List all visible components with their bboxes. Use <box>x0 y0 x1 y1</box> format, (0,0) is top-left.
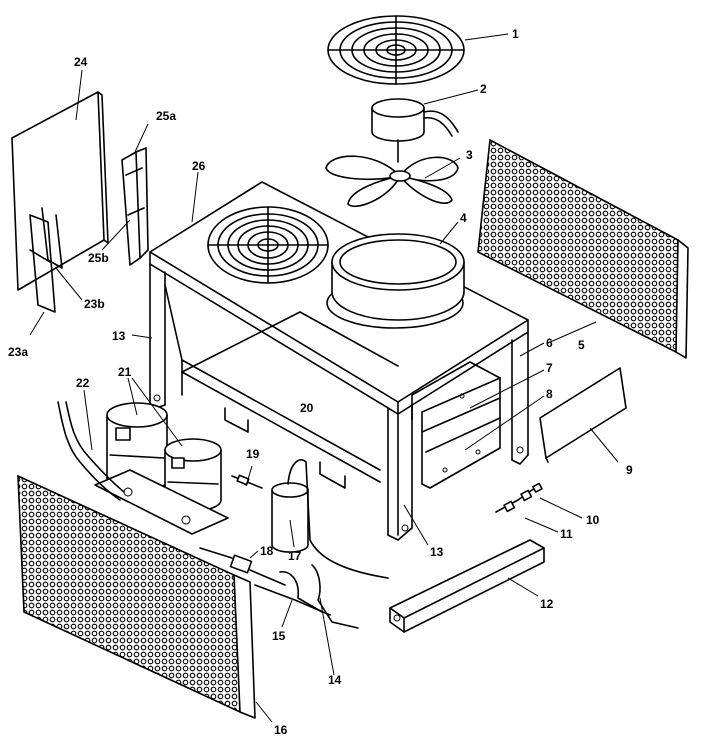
bracket-25 <box>121 147 149 266</box>
base-rail <box>389 539 545 633</box>
callout-13-left: 13 <box>112 329 126 343</box>
callout-7: 7 <box>546 361 553 375</box>
callout-14: 14 <box>328 673 342 687</box>
leader-lines <box>29 33 619 723</box>
callout-10: 10 <box>586 513 600 527</box>
callout-16: 16 <box>274 723 288 737</box>
callout-15: 15 <box>272 629 286 643</box>
callout-6: 6 <box>546 336 553 350</box>
access-panel <box>539 367 627 463</box>
callout-17: 17 <box>288 549 302 563</box>
venturi-ring <box>326 233 465 329</box>
fan-guard <box>327 15 465 85</box>
callout-12: 12 <box>540 597 554 611</box>
fan-blade <box>325 155 459 208</box>
fan-motor <box>371 98 459 163</box>
callout-25a: 25a <box>156 109 176 123</box>
bracket-23 <box>29 207 63 313</box>
callout-23b: 23b <box>84 297 105 311</box>
cabinet-frame <box>149 263 529 541</box>
callout-19: 19 <box>246 447 260 461</box>
callout-22: 22 <box>76 376 90 390</box>
cabinet-fan-guard <box>207 206 329 284</box>
callout-8: 8 <box>546 387 553 401</box>
condenser-coil-left <box>17 474 256 719</box>
callout-13-right: 13 <box>430 545 444 559</box>
callout-1: 1 <box>512 27 519 41</box>
callout-4: 4 <box>460 211 467 225</box>
callout-9: 9 <box>626 463 633 477</box>
callout-labels: 1 2 3 4 5 6 7 8 9 10 11 12 13 13 14 15 1… <box>8 27 633 737</box>
condenser-coil-right <box>477 138 689 359</box>
callout-20: 20 <box>300 401 314 415</box>
filter-drier <box>199 547 286 586</box>
callout-18: 18 <box>260 544 274 558</box>
callout-2: 2 <box>480 82 487 96</box>
callout-24: 24 <box>74 55 88 69</box>
callout-21: 21 <box>118 365 132 379</box>
tubing-22 <box>57 401 125 501</box>
callout-26: 26 <box>192 159 206 173</box>
callout-5: 5 <box>578 338 585 352</box>
callout-23a: 23a <box>8 345 28 359</box>
callout-3: 3 <box>466 148 473 162</box>
refrigerant-lines <box>254 564 359 629</box>
callout-25b: 25b <box>88 251 109 265</box>
fittings <box>495 482 543 513</box>
callout-11: 11 <box>560 527 573 541</box>
side-panel-24 <box>11 91 109 291</box>
